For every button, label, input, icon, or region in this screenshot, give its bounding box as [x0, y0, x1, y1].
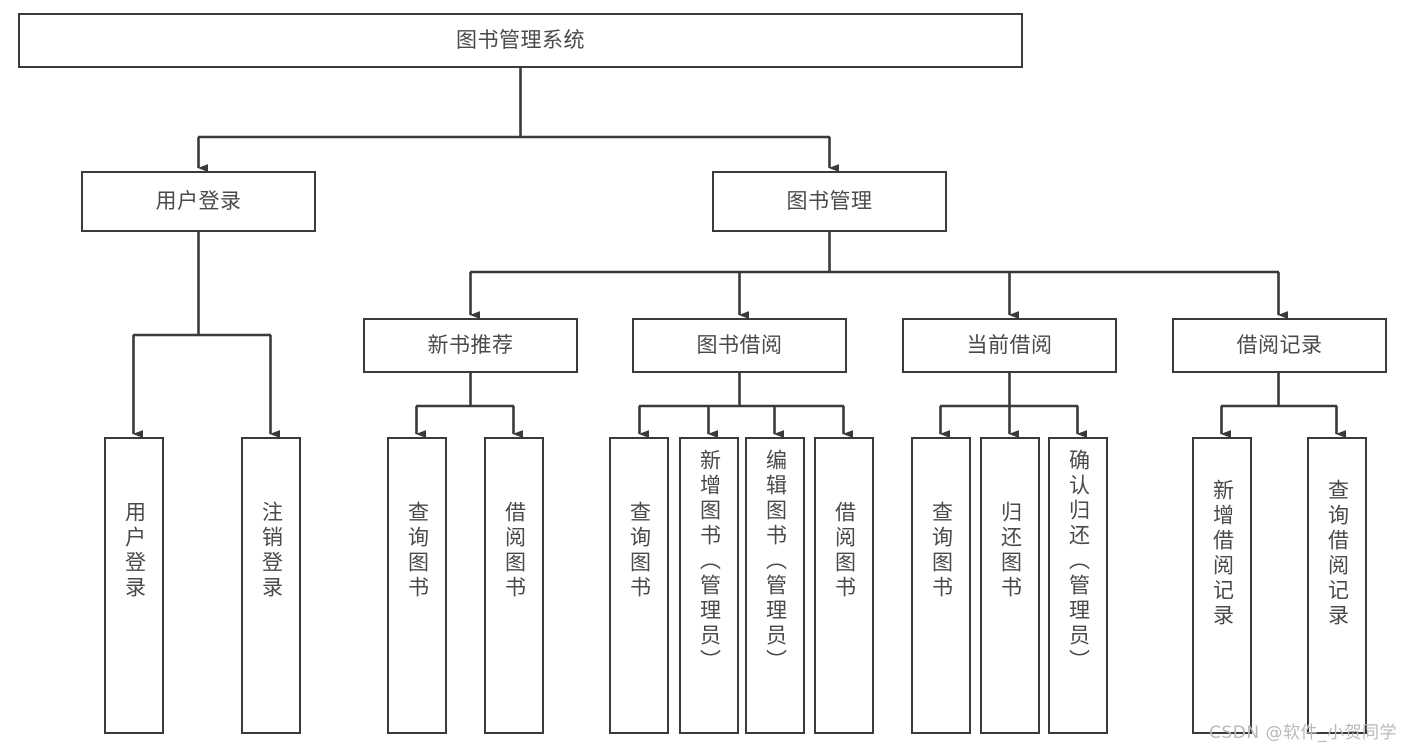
node-user-login[interactable]: 用户登录 — [81, 171, 316, 232]
leaf-current-borrow-confirm-return-admin[interactable]: 确认归还（管理员） — [1048, 437, 1108, 734]
node-book-borrow[interactable]: 图书借阅 — [632, 318, 847, 373]
leaf-borrow-record-add-record[interactable]: 新增借阅记录 — [1192, 437, 1252, 734]
node-label: 注销登录 — [259, 501, 284, 601]
watermark-csdn: CSDN @软件_小贺同学 — [1209, 723, 1397, 743]
leaf-user-login-logout[interactable]: 注销登录 — [241, 437, 301, 734]
leaf-book-borrow-edit-book-admin[interactable]: 编辑图书（管理员） — [745, 437, 805, 734]
node-new-book-recommend[interactable]: 新书推荐 — [363, 318, 578, 373]
node-label: 图书借阅 — [696, 333, 783, 358]
node-label: 查询图书 — [627, 501, 652, 601]
node-label: 新书推荐 — [427, 333, 514, 358]
node-label: 确认归还（管理员） — [1066, 449, 1091, 674]
node-label: 图书管理 — [786, 189, 873, 214]
node-label: 用户登录 — [155, 189, 242, 214]
node-label: 借阅图书 — [832, 501, 857, 601]
node-label: 归还图书 — [998, 501, 1023, 601]
node-label: 图书管理系统 — [456, 28, 585, 53]
leaf-user-login-login[interactable]: 用户登录 — [104, 437, 164, 734]
leaf-book-borrow-borrow-book[interactable]: 借阅图书 — [814, 437, 874, 734]
leaf-new-book-borrow-book[interactable]: 借阅图书 — [484, 437, 544, 734]
node-book-management[interactable]: 图书管理 — [712, 171, 947, 232]
leaf-book-borrow-query-book[interactable]: 查询图书 — [609, 437, 669, 734]
leaf-current-borrow-query-book[interactable]: 查询图书 — [911, 437, 971, 734]
node-label: 新增借阅记录 — [1210, 479, 1235, 629]
leaf-book-borrow-add-book-admin[interactable]: 新增图书（管理员） — [679, 437, 739, 734]
node-label: 查询图书 — [405, 501, 430, 601]
node-label: 查询图书 — [929, 501, 954, 601]
node-current-borrow[interactable]: 当前借阅 — [902, 318, 1117, 373]
node-label: 当前借阅 — [966, 333, 1053, 358]
leaf-new-book-query-book[interactable]: 查询图书 — [387, 437, 447, 734]
node-label: 新增图书（管理员） — [697, 449, 722, 674]
node-label: 编辑图书（管理员） — [763, 449, 788, 674]
node-label: 借阅记录 — [1236, 333, 1323, 358]
node-label: 借阅图书 — [502, 501, 527, 601]
leaf-borrow-record-query-record[interactable]: 查询借阅记录 — [1307, 437, 1367, 734]
leaf-current-borrow-return-book[interactable]: 归还图书 — [980, 437, 1040, 734]
node-root-book-management-system[interactable]: 图书管理系统 — [18, 13, 1023, 68]
node-borrow-record[interactable]: 借阅记录 — [1172, 318, 1387, 373]
node-label: 查询借阅记录 — [1325, 479, 1350, 629]
node-label: 用户登录 — [122, 501, 147, 601]
